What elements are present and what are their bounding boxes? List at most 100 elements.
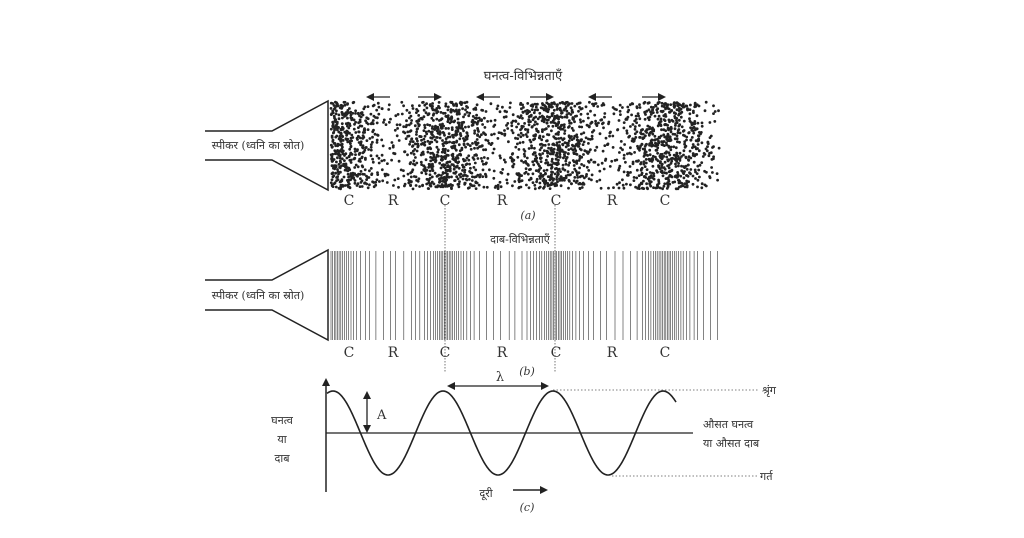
particle-dot bbox=[545, 121, 549, 125]
particle-dot bbox=[666, 158, 670, 162]
particle-dot bbox=[349, 161, 353, 164]
particle-dot bbox=[353, 122, 356, 126]
particle-dot bbox=[550, 160, 554, 163]
particle-dot bbox=[353, 179, 357, 182]
particle-dot bbox=[384, 123, 388, 126]
particle-dot bbox=[574, 114, 577, 118]
particle-dot bbox=[632, 176, 636, 179]
particle-dot bbox=[703, 109, 707, 113]
particle-dot bbox=[635, 159, 638, 163]
particle-dot bbox=[532, 111, 536, 115]
particle-dot bbox=[356, 165, 360, 169]
particle-dot bbox=[615, 158, 619, 162]
particle-dot bbox=[461, 177, 465, 181]
particle-dot bbox=[389, 117, 392, 121]
particle-dot bbox=[555, 175, 559, 179]
particle-dot bbox=[431, 108, 435, 112]
particle-dot bbox=[498, 180, 502, 184]
particle-dot bbox=[343, 103, 347, 107]
particle-dot bbox=[538, 148, 542, 152]
particle-dot bbox=[695, 114, 699, 118]
particle-dot bbox=[415, 133, 418, 136]
particle-dot bbox=[638, 117, 642, 121]
particle-dot bbox=[633, 151, 636, 154]
particle-dot bbox=[348, 147, 352, 151]
particle-dot bbox=[660, 169, 664, 173]
particle-dot bbox=[467, 154, 471, 158]
particle-dot bbox=[438, 132, 442, 136]
particle-dot bbox=[452, 104, 456, 107]
particle-dot bbox=[393, 152, 397, 156]
particle-dot bbox=[539, 160, 543, 164]
particle-dot bbox=[611, 146, 615, 149]
particle-dot bbox=[348, 122, 351, 126]
particle-dot bbox=[446, 168, 450, 172]
particle-dot bbox=[365, 121, 369, 125]
particle-dot bbox=[334, 144, 338, 148]
particle-dot bbox=[431, 102, 434, 105]
caption-b: (b) bbox=[519, 365, 535, 378]
particle-dot bbox=[667, 179, 671, 183]
particle-dot bbox=[552, 161, 556, 165]
particle-dot bbox=[682, 153, 685, 157]
particle-dot bbox=[416, 145, 420, 149]
particle-dot bbox=[580, 155, 584, 159]
particle-dot bbox=[656, 159, 660, 163]
particle-dot bbox=[607, 122, 610, 126]
particle-dot bbox=[475, 103, 479, 107]
particle-dot bbox=[665, 187, 669, 190]
particle-dot bbox=[676, 140, 679, 144]
particle-dot bbox=[619, 113, 622, 116]
particle-dot bbox=[544, 172, 547, 176]
particle-dot bbox=[587, 177, 591, 181]
particle-dot bbox=[572, 152, 576, 156]
particle-dot bbox=[546, 182, 550, 185]
particle-dot bbox=[553, 172, 557, 176]
particle-dot bbox=[651, 111, 655, 114]
particle-dot bbox=[575, 162, 579, 165]
particle-dot bbox=[463, 181, 467, 185]
particle-dot bbox=[612, 186, 615, 190]
particle-dot bbox=[356, 182, 360, 186]
particle-dot bbox=[373, 132, 377, 136]
particle-dot bbox=[438, 180, 441, 184]
particle-dot bbox=[680, 169, 684, 173]
particle-dot bbox=[343, 159, 346, 163]
particle-dot bbox=[626, 105, 630, 109]
particle-dot bbox=[619, 146, 623, 150]
particle-dot bbox=[371, 119, 375, 122]
particle-dot bbox=[456, 183, 460, 186]
particle-dot bbox=[423, 126, 427, 130]
particle-dot bbox=[517, 133, 520, 137]
particle-dot bbox=[676, 129, 680, 132]
particle-dot bbox=[440, 124, 444, 128]
particle-dot bbox=[433, 128, 437, 131]
particle-dot bbox=[557, 158, 560, 162]
particle-dot bbox=[349, 158, 353, 162]
particle-dot bbox=[371, 160, 375, 164]
particle-dot bbox=[462, 159, 466, 163]
particle-dot bbox=[639, 131, 642, 135]
particle-dot bbox=[678, 151, 682, 155]
particle-dot bbox=[674, 116, 678, 120]
particle-dot bbox=[694, 139, 698, 143]
particle-dot bbox=[517, 178, 521, 182]
particle-dot bbox=[425, 132, 429, 136]
particle-dot bbox=[348, 168, 352, 172]
particle-dot bbox=[363, 105, 367, 109]
particle-dot bbox=[402, 174, 406, 178]
particle-dot bbox=[431, 133, 434, 137]
particle-dot bbox=[435, 117, 439, 121]
particle-dot bbox=[656, 117, 660, 121]
particle-dot bbox=[400, 100, 404, 104]
particle-dot bbox=[567, 178, 571, 182]
particle-dot bbox=[415, 130, 418, 134]
particle-dot bbox=[409, 171, 412, 175]
particle-dot bbox=[499, 185, 503, 189]
particle-dot bbox=[439, 111, 443, 114]
particle-dot bbox=[579, 182, 582, 186]
particle-dot bbox=[387, 108, 391, 111]
particle-dot bbox=[393, 128, 397, 132]
particle-dot bbox=[439, 166, 443, 170]
particle-dot bbox=[408, 111, 411, 115]
